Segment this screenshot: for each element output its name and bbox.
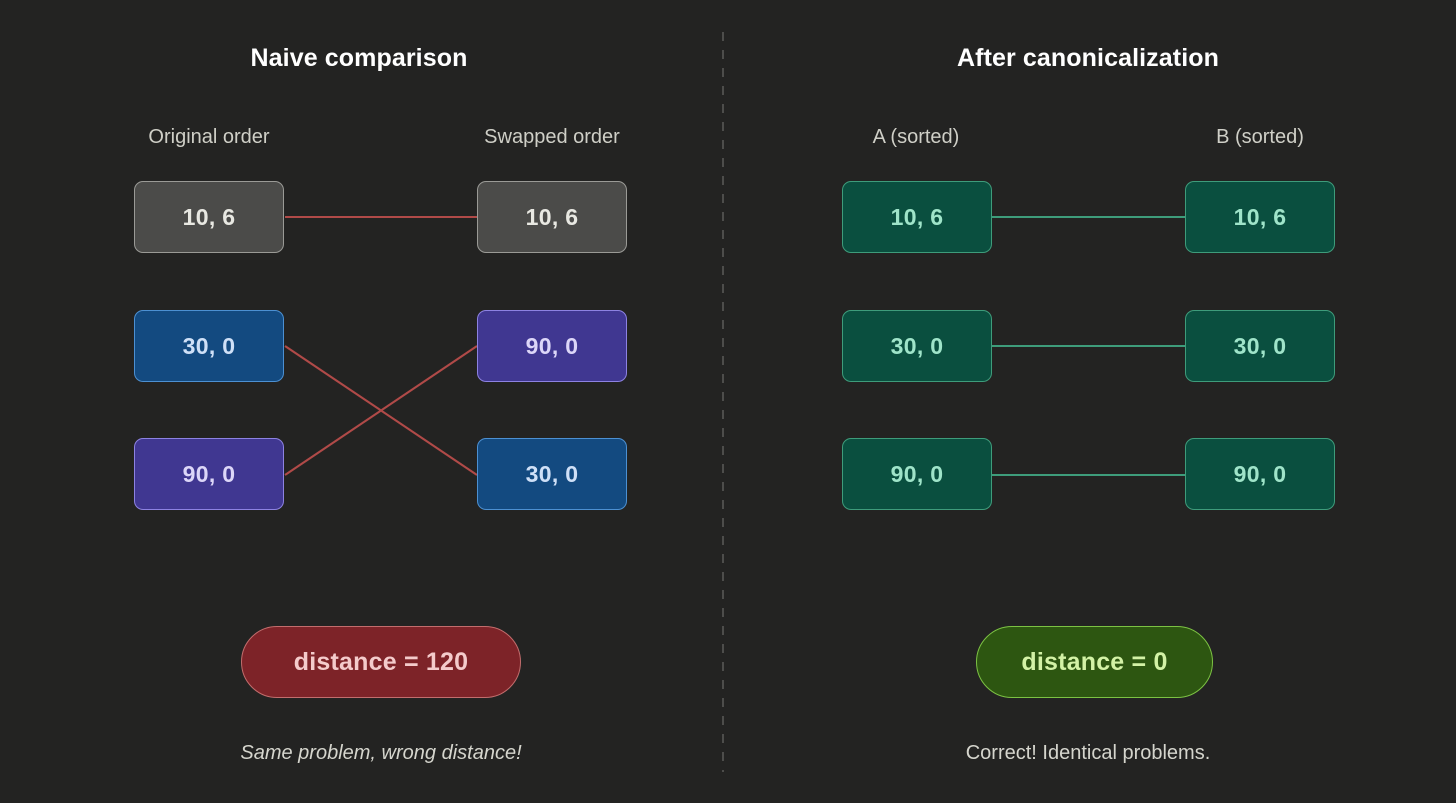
- panel-divider: [722, 32, 724, 772]
- left-column-b-label: Swapped order: [484, 126, 620, 148]
- right-panel-title: After canonicalization: [957, 44, 1219, 72]
- right-column-b-label: B (sorted): [1216, 126, 1304, 148]
- connector-left-1: [284, 345, 478, 476]
- right-a-item-0: 10, 6: [842, 181, 992, 253]
- right-b-item-2: 90, 0: [1185, 438, 1335, 510]
- left-a-item-1: 30, 0: [134, 310, 284, 382]
- left-b-item-1: 90, 0: [477, 310, 627, 382]
- left-a-item-2: 90, 0: [134, 438, 284, 510]
- right-column-a-label: A (sorted): [872, 126, 960, 148]
- left-panel-title: Naive comparison: [250, 44, 468, 72]
- right-distance-badge: distance = 0: [976, 626, 1213, 698]
- right-footnote: Correct! Identical problems.: [965, 742, 1211, 764]
- left-a-item-0: 10, 6: [134, 181, 284, 253]
- right-b-item-0: 10, 6: [1185, 181, 1335, 253]
- connector-left-2: [284, 345, 478, 476]
- left-b-item-0: 10, 6: [477, 181, 627, 253]
- right-a-item-2: 90, 0: [842, 438, 992, 510]
- left-distance-badge: distance = 120: [241, 626, 521, 698]
- left-b-item-2: 30, 0: [477, 438, 627, 510]
- right-a-item-1: 30, 0: [842, 310, 992, 382]
- right-b-item-1: 30, 0: [1185, 310, 1335, 382]
- left-column-a-label: Original order: [148, 126, 270, 148]
- left-footnote: Same problem, wrong distance!: [240, 742, 522, 764]
